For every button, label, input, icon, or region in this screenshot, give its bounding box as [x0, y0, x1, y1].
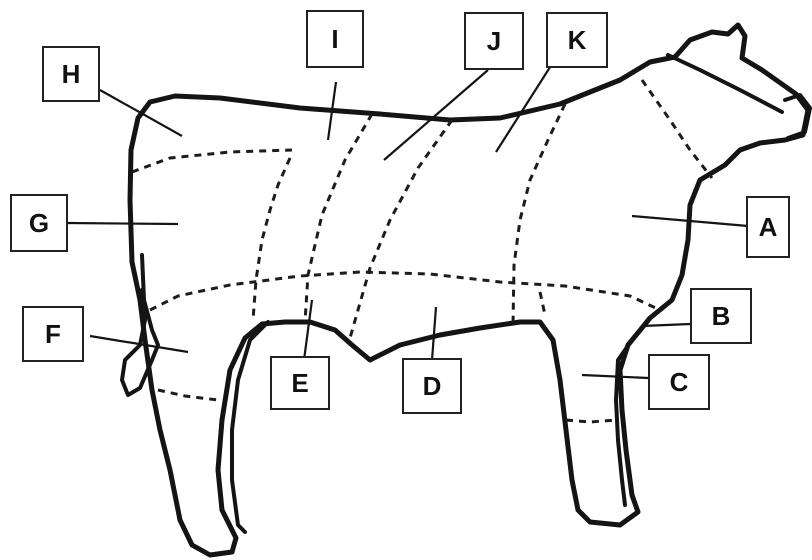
cut-line-rib	[513, 104, 565, 325]
cut-line-plate	[540, 292, 545, 315]
label-j: J	[464, 12, 524, 70]
label-f: F	[22, 306, 84, 362]
label-d: D	[402, 358, 462, 414]
cut-line-hind-shank	[158, 390, 218, 400]
cut-line-rump	[132, 150, 292, 172]
label-g: G	[10, 194, 68, 252]
leader-f	[90, 336, 188, 352]
cut-line-fore-shank	[566, 420, 616, 422]
cut-line-neck	[642, 80, 712, 178]
head-line	[668, 55, 782, 112]
leader-b	[642, 324, 690, 326]
label-i: I	[306, 10, 364, 68]
label-e: E	[270, 356, 330, 410]
tail-outline	[122, 255, 158, 395]
label-k: K	[546, 12, 608, 68]
label-h: H	[42, 46, 100, 102]
cut-line-round	[253, 158, 290, 320]
cut-line-belly	[150, 272, 660, 310]
leader-c	[582, 375, 648, 378]
cut-line-sirloin	[305, 114, 372, 322]
muzzle-outline	[785, 95, 810, 138]
label-b: B	[690, 288, 752, 344]
label-a: A	[746, 196, 790, 258]
cut-line-loin	[350, 120, 452, 338]
label-c: C	[648, 354, 710, 410]
leader-d	[432, 307, 436, 360]
leader-g	[66, 223, 178, 224]
